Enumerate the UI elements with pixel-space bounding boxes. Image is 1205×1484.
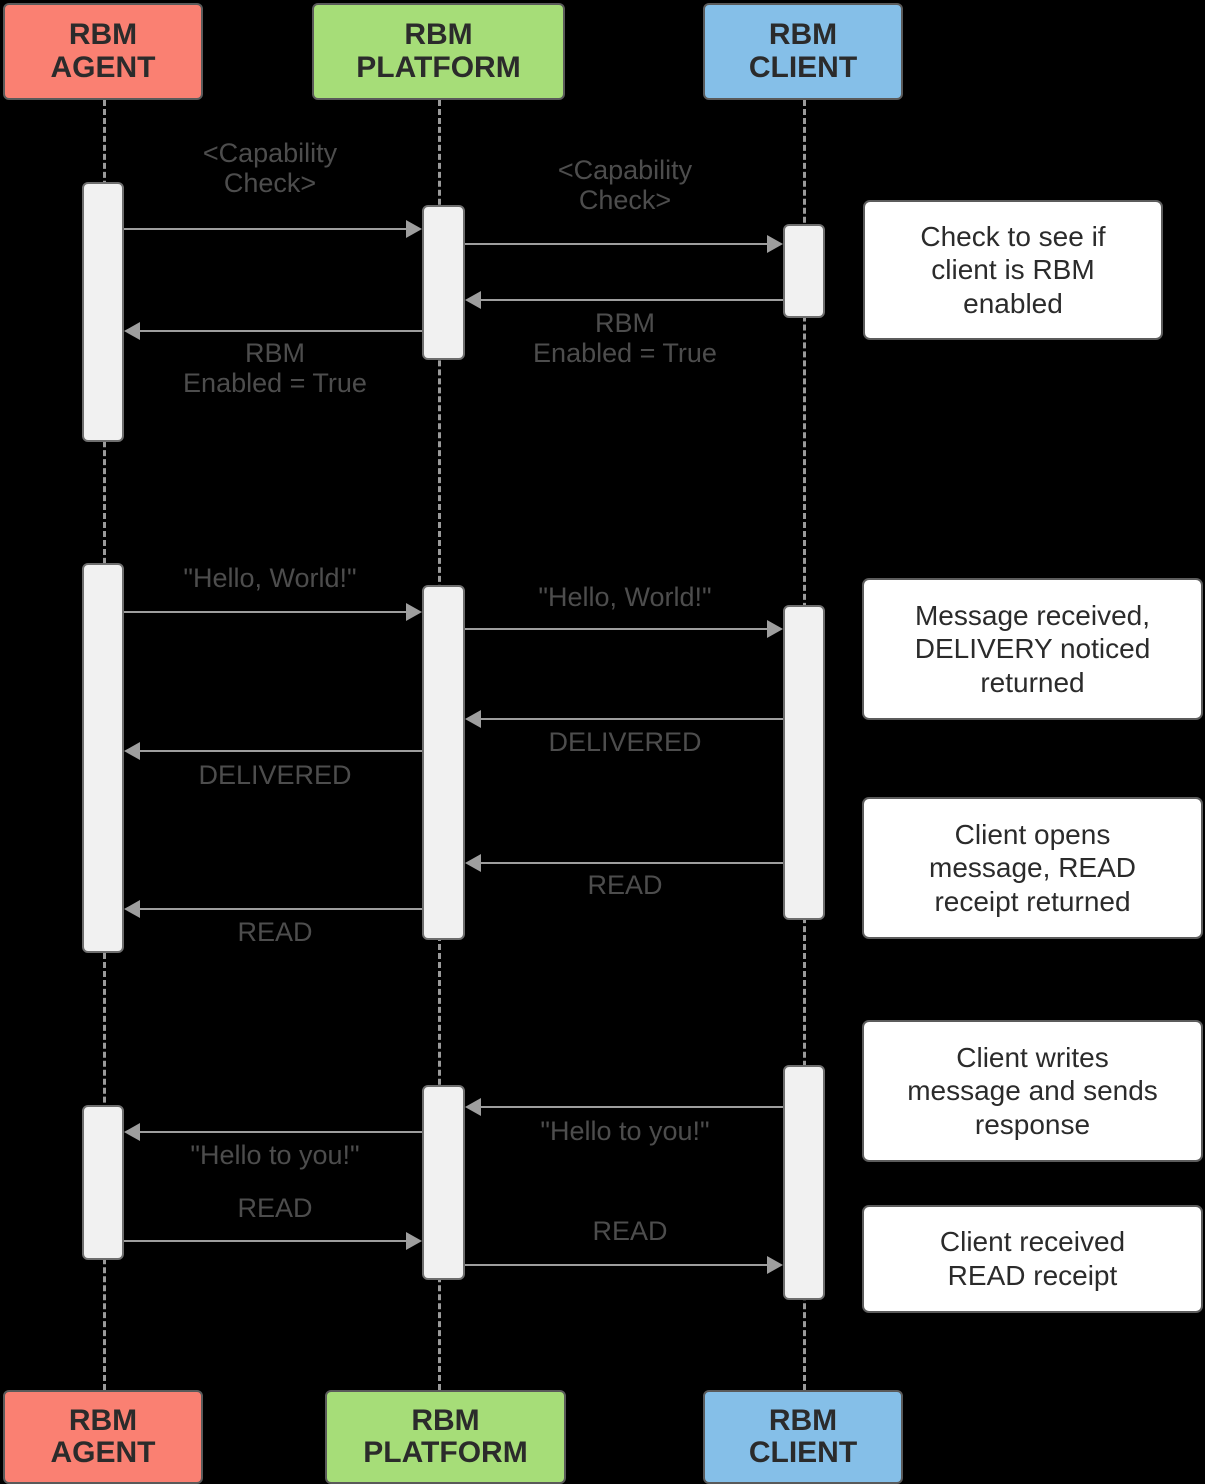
message-arrow-m10 [124, 900, 140, 918]
message-line-m5 [124, 611, 414, 613]
message-line-m12 [140, 1131, 422, 1133]
message-label-m6: "Hello, World!" [538, 582, 712, 612]
message-arrow-m2 [767, 235, 783, 253]
activation-agent-2 [82, 563, 124, 953]
message-label-m10: READ [237, 917, 313, 947]
message-arrow-m9 [465, 854, 481, 872]
message-label-m12: "Hello to you!" [190, 1140, 360, 1170]
activation-platform-1 [422, 205, 465, 360]
message-label-m8: DELIVERED [198, 760, 352, 790]
message-line-m1 [124, 228, 414, 230]
actor-header-client[interactable]: RBM CLIENT [703, 3, 903, 100]
actor-header-platform[interactable]: RBM PLATFORM [312, 3, 565, 100]
message-label-m13: READ [237, 1193, 313, 1223]
note-message-received: Message received, DELIVERY noticed retur… [862, 578, 1203, 720]
message-line-m7 [481, 718, 783, 720]
message-arrow-m4 [124, 322, 140, 340]
message-label-m2: <Capability Check> [557, 155, 693, 216]
message-arrow-m12 [124, 1123, 140, 1141]
message-arrow-m8 [124, 742, 140, 760]
message-arrow-m1 [406, 220, 422, 238]
message-label-m11: "Hello to you!" [540, 1116, 710, 1146]
message-line-m14 [465, 1264, 775, 1266]
message-label-m14: READ [592, 1216, 668, 1246]
activation-client-2 [783, 605, 825, 920]
activation-platform-2 [422, 585, 465, 940]
note-client-writes-message: Client writes message and sends response [862, 1020, 1203, 1162]
message-line-m11 [481, 1106, 783, 1108]
message-arrow-m5 [406, 603, 422, 621]
message-line-m13 [124, 1240, 414, 1242]
message-line-m2 [465, 243, 775, 245]
message-label-m7: DELIVERED [548, 727, 702, 757]
activation-client-1 [783, 224, 825, 318]
note-client-opens-message: Client opens message, READ receipt retur… [862, 797, 1203, 939]
activation-client-3 [783, 1065, 825, 1300]
message-label-m5: "Hello, World!" [183, 563, 357, 593]
message-line-m6 [465, 628, 775, 630]
message-line-m3 [481, 299, 783, 301]
actor-footer-client[interactable]: RBM CLIENT [703, 1390, 903, 1484]
note-capability-check: Check to see if client is RBM enabled [863, 200, 1163, 340]
message-label-m1: <Capability Check> [202, 138, 338, 199]
message-label-m3: RBM Enabled = True [533, 308, 717, 369]
message-line-m9 [481, 862, 783, 864]
message-arrow-m13 [406, 1232, 422, 1250]
message-line-m4 [140, 330, 422, 332]
message-arrow-m7 [465, 710, 481, 728]
actor-footer-platform[interactable]: RBM PLATFORM [325, 1390, 566, 1484]
message-arrow-m6 [767, 620, 783, 638]
message-arrow-m3 [465, 291, 481, 309]
message-arrow-m14 [767, 1256, 783, 1274]
activation-agent-3 [82, 1105, 124, 1260]
activation-platform-3 [422, 1085, 465, 1280]
actor-header-agent[interactable]: RBM AGENT [3, 3, 203, 100]
activation-agent-1 [82, 182, 124, 442]
message-arrow-m11 [465, 1098, 481, 1116]
actor-footer-agent[interactable]: RBM AGENT [3, 1390, 203, 1484]
message-line-m8 [140, 750, 422, 752]
message-label-m9: READ [587, 870, 663, 900]
message-label-m4: RBM Enabled = True [183, 338, 367, 399]
note-client-received-read: Client received READ receipt [862, 1205, 1203, 1313]
message-line-m10 [140, 908, 422, 910]
